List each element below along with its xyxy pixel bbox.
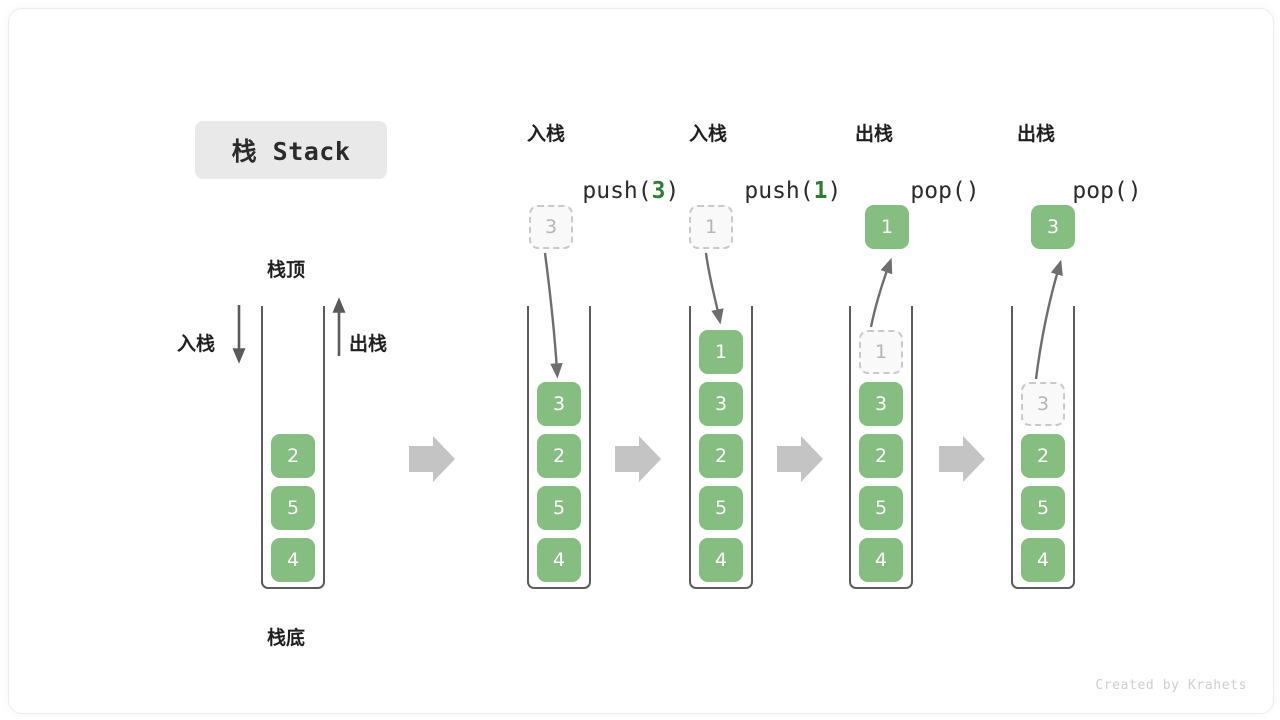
block-value: 1 [880, 216, 894, 238]
stack-block: 4 [699, 538, 743, 582]
stack-block: 3 [699, 382, 743, 426]
stack-block: 2 [537, 434, 581, 478]
code-suffix: ) [665, 178, 680, 204]
block-value: 2 [874, 445, 888, 467]
block-value: 4 [714, 549, 728, 571]
code-prefix: pop( [1072, 178, 1128, 204]
block-value: 4 [874, 549, 888, 571]
block-value: 4 [1036, 549, 1050, 571]
pop-direction-label: 出栈 [349, 334, 388, 355]
pop-3-motion-arrow-icon [1034, 259, 1063, 380]
step-caption-code: push(3) [527, 152, 679, 230]
step-caption-code: push(1) [689, 152, 841, 230]
stack-block: 5 [699, 486, 743, 530]
stack-block: 4 [859, 538, 903, 582]
stack-block: 2 [859, 434, 903, 478]
stack-block: 5 [1021, 486, 1065, 530]
block-value: 5 [286, 497, 300, 519]
block-value: 5 [874, 497, 888, 519]
block-value: 4 [286, 549, 300, 571]
diagram-title: 栈 Stack [195, 121, 387, 179]
block-value: 1 [874, 341, 888, 363]
arrows-overlay [232, 252, 1063, 482]
stack-bottom-label: 栈底 [267, 628, 306, 649]
stack-block-removed: 3 [1021, 382, 1065, 426]
stack-block-removed: 1 [859, 330, 903, 374]
stack-block: 2 [1021, 434, 1065, 478]
code-prefix: push( [582, 178, 652, 204]
stack-block: 5 [537, 486, 581, 530]
step-caption-code: pop() [855, 152, 980, 230]
step-arrow-icon [615, 436, 661, 482]
code-value: 3 [651, 178, 666, 204]
step-caption-code: pop() [1017, 152, 1142, 230]
stack-container-push-1 [689, 306, 753, 589]
stack-block: 5 [859, 486, 903, 530]
stack-block: 2 [699, 434, 743, 478]
stack-block: 3 [537, 382, 581, 426]
step-arrow-icon [409, 436, 455, 482]
block-value: 1 [714, 341, 728, 363]
floating-block: 3 [529, 205, 573, 249]
step-caption-cn: 出栈 [1017, 124, 1056, 145]
code-suffix: ) [965, 178, 980, 204]
push-1-motion-arrow-icon [704, 252, 724, 325]
block-value: 3 [552, 393, 566, 415]
push-3-motion-arrow-icon [543, 252, 563, 379]
stack-block: 1 [699, 330, 743, 374]
floating-block: 3 [1031, 205, 1075, 249]
block-value: 4 [552, 549, 566, 571]
step-caption-cn: 入栈 [689, 124, 728, 145]
floating-block: 1 [689, 205, 733, 249]
block-value: 3 [1036, 393, 1050, 415]
block-value: 5 [1036, 497, 1050, 519]
floating-block: 1 [865, 205, 909, 249]
stack-container-pop-3 [1011, 306, 1075, 589]
code-value: 1 [813, 178, 828, 204]
block-value: 3 [714, 393, 728, 415]
step-arrow-icon [939, 436, 985, 482]
credit-text: Created by Krahets [1095, 678, 1247, 693]
stack-container-initial [261, 306, 325, 589]
stack-block: 2 [271, 434, 315, 478]
stack-block: 4 [271, 538, 315, 582]
code-suffix: ) [1127, 178, 1142, 204]
code-suffix: ) [827, 178, 842, 204]
block-value: 1 [704, 216, 718, 238]
block-value: 5 [714, 497, 728, 519]
block-value: 5 [552, 497, 566, 519]
block-value: 2 [714, 445, 728, 467]
push-direction-label: 入栈 [177, 334, 216, 355]
pop-1-motion-arrow-icon [869, 257, 893, 328]
step-arrow-icon [777, 436, 823, 482]
stack-block: 4 [1021, 538, 1065, 582]
diagram-card: 栈 Stack 栈顶 栈底 入栈 出栈 2 5 4 入栈 push(3) 3 3… [8, 8, 1274, 714]
block-value: 2 [552, 445, 566, 467]
stack-block: 3 [859, 382, 903, 426]
block-value: 2 [286, 445, 300, 467]
block-value: 3 [1046, 216, 1060, 238]
code-prefix: push( [744, 178, 814, 204]
stack-block: 5 [271, 486, 315, 530]
block-value: 3 [544, 216, 558, 238]
step-caption-cn: 出栈 [855, 124, 894, 145]
step-caption-cn: 入栈 [527, 124, 566, 145]
stack-block: 4 [537, 538, 581, 582]
block-value: 3 [874, 393, 888, 415]
stack-container-push-3 [527, 306, 591, 589]
diagram-title-text: 栈 Stack [231, 137, 351, 166]
stack-top-label: 栈顶 [267, 260, 306, 281]
code-prefix: pop( [910, 178, 966, 204]
stack-container-pop-1 [849, 306, 913, 589]
block-value: 2 [1036, 445, 1050, 467]
